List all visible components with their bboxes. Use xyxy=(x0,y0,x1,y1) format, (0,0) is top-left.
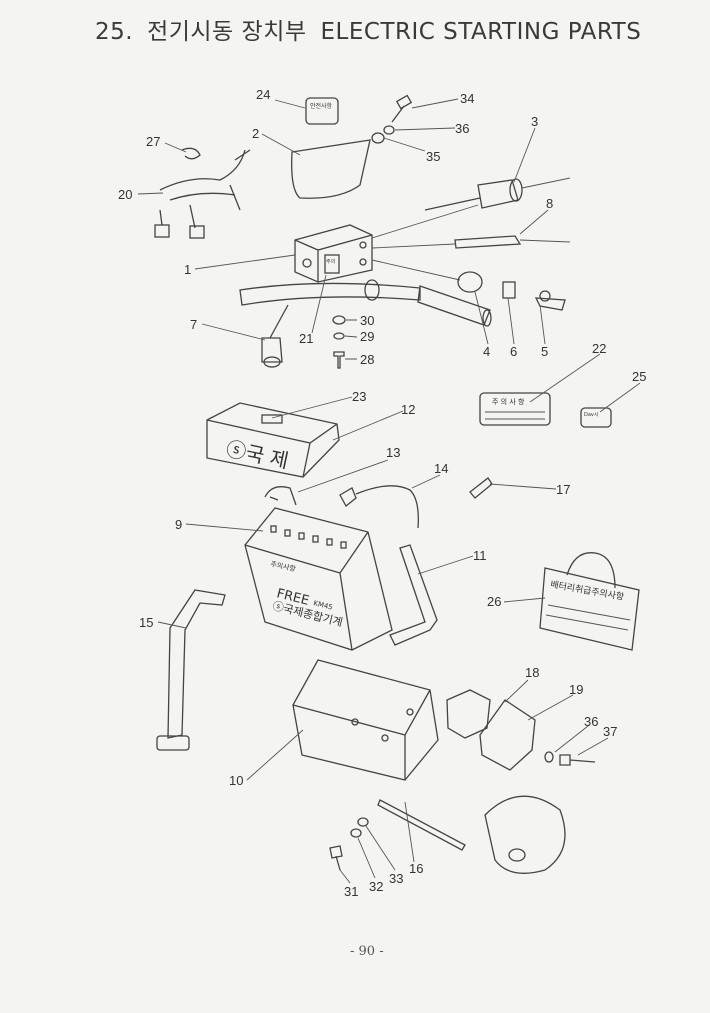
callout-19: 19 xyxy=(569,682,583,697)
bracket-11 xyxy=(389,544,438,646)
bolts-31-32-33 xyxy=(329,817,369,871)
callout-36b: 36 xyxy=(584,714,598,729)
cable-14 xyxy=(339,485,419,529)
starter-button-3 xyxy=(424,177,571,211)
switch-21-text: 주의 xyxy=(326,258,335,265)
strap-15 xyxy=(156,589,226,751)
regulator-18-19 xyxy=(446,689,536,771)
battery-9: 주의사항 FREE KM45 ⓢ국제종합기계 xyxy=(244,507,393,651)
washer-35 xyxy=(371,132,385,144)
key-switch-7 xyxy=(261,304,289,368)
leader-lines xyxy=(137,98,641,884)
decal-24-text: 안전사항 xyxy=(310,102,333,110)
clip-27 xyxy=(181,147,201,160)
callout-17: 17 xyxy=(556,482,570,497)
label-22: 주 의 사 항 xyxy=(479,392,551,426)
nut-30-29-28 xyxy=(332,315,346,369)
label-25: Dav시 xyxy=(580,407,612,428)
decal-24: 안전사항 xyxy=(305,97,339,125)
battery-caps xyxy=(270,525,347,549)
callout-27: 27 xyxy=(146,134,160,149)
battery-warning-text: 주의사항 xyxy=(270,559,298,573)
title-korean: 전기시동 장치부 xyxy=(147,19,307,45)
callout-8: 8 xyxy=(546,196,553,211)
callout-15: 15 xyxy=(139,615,153,630)
callout-3: 3 xyxy=(531,114,538,129)
callout-21: 21 xyxy=(299,331,313,346)
callout-30: 30 xyxy=(360,313,374,328)
callout-25: 25 xyxy=(632,369,646,384)
callout-33: 33 xyxy=(389,871,403,886)
cover-2 xyxy=(291,139,371,199)
callout-4: 4 xyxy=(483,344,490,359)
callout-7: 7 xyxy=(190,317,197,332)
callout-20: 20 xyxy=(118,187,132,202)
bolt-34 xyxy=(391,94,413,123)
washer-36 xyxy=(383,125,395,135)
callout-11: 11 xyxy=(473,548,487,563)
callout-24: 24 xyxy=(256,87,270,102)
callout-2: 2 xyxy=(252,126,259,141)
cover-part xyxy=(484,795,566,874)
battery-cover-12: ⓢ국 제 xyxy=(206,402,340,478)
callout-28: 28 xyxy=(360,352,374,367)
tag-26-text: 배터리취급주의사항 xyxy=(549,579,624,603)
callout-34: 34 xyxy=(460,91,474,106)
callout-1: 1 xyxy=(184,262,191,277)
callout-6: 6 xyxy=(510,344,517,359)
callout-14: 14 xyxy=(434,461,448,476)
callout-5: 5 xyxy=(541,344,548,359)
callout-32: 32 xyxy=(369,879,383,894)
fuse-17 xyxy=(469,477,493,499)
callout-12: 12 xyxy=(401,402,415,417)
callout-36: 36 xyxy=(455,121,469,136)
page-title: 25. 전기시동 장치부 ELECTRIC STARTING PARTS xyxy=(95,12,655,46)
switch-4-6-5 xyxy=(457,271,566,311)
rod-16 xyxy=(377,799,466,851)
title-english: ELECTRIC STARTING PARTS xyxy=(320,19,642,45)
label-22-text: 주 의 사 항 xyxy=(492,397,525,406)
callout-23: 23 xyxy=(352,389,366,404)
callout-31: 31 xyxy=(344,884,358,899)
callout-13: 13 xyxy=(386,445,400,460)
callout-29: 29 xyxy=(360,329,374,344)
callout-9: 9 xyxy=(175,517,182,532)
callout-10: 10 xyxy=(229,773,243,788)
pin-8 xyxy=(454,235,571,249)
callout-18: 18 xyxy=(525,665,539,680)
handlebar xyxy=(239,279,492,327)
callout-35: 35 xyxy=(426,149,440,164)
switch-box-1: 주의 xyxy=(294,204,479,283)
callout-22: 22 xyxy=(592,341,606,356)
section-number: 25. xyxy=(95,19,134,45)
battery-tray-10 xyxy=(292,659,439,781)
callout-37: 37 xyxy=(603,724,617,739)
callout-26: 26 xyxy=(487,594,501,609)
terminal-13 xyxy=(264,486,297,506)
callout-numbers: 24 34 36 35 3 27 2 8 20 1 7 30 21 29 28 … xyxy=(118,87,646,899)
bolt-36-37 xyxy=(544,751,596,766)
tag-26: 배터리취급주의사항 xyxy=(539,552,640,651)
wire-harness-20 xyxy=(154,149,251,239)
page-number: - 90 - xyxy=(350,944,384,959)
callout-16: 16 xyxy=(409,861,423,876)
label-25-text: Dav시 xyxy=(584,412,598,418)
